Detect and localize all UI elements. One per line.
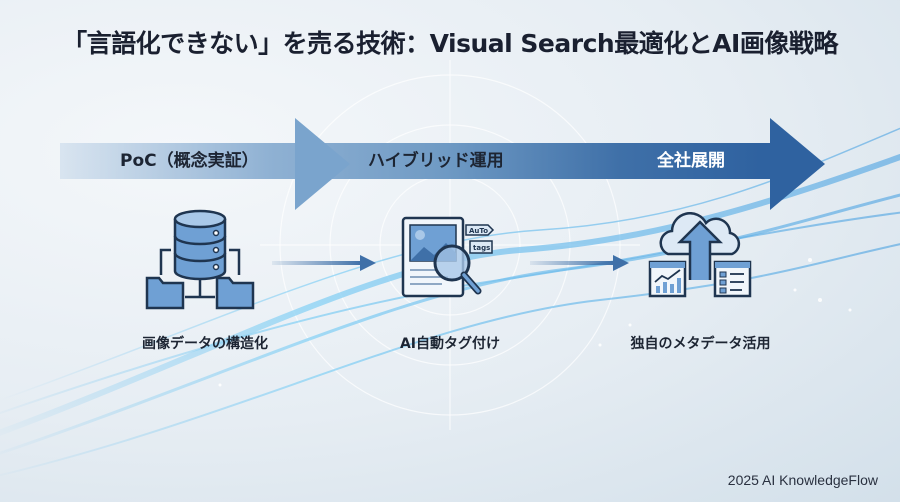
flow-arrow-1 bbox=[272, 255, 376, 271]
flow-arrow-2 bbox=[530, 255, 629, 271]
phase-arrowhead-1 bbox=[295, 118, 350, 210]
step-caption-metadata: 独自のメタデータ活用 bbox=[630, 336, 771, 352]
stage-hybrid: ハイブリッド運用 bbox=[368, 151, 504, 171]
database-folders-icon bbox=[145, 209, 255, 310]
cloud-upload-data-icon bbox=[648, 212, 752, 298]
tag-tags: tags bbox=[473, 244, 490, 252]
page-title: 「言語化できない」を売る技術：Visual Search最適化とAI画像戦略 bbox=[62, 29, 838, 58]
phase-band bbox=[60, 143, 760, 179]
tag-auto: AuTo bbox=[469, 227, 488, 235]
phase-arrowhead-2-base bbox=[760, 143, 780, 179]
step-caption-structure: 画像データの構造化 bbox=[142, 336, 268, 352]
stage-company-wide: 全社展開 bbox=[657, 151, 725, 171]
footer-credit: 2025 AI KnowledgeFlow bbox=[727, 472, 878, 488]
phase-arrowhead-2 bbox=[770, 118, 825, 210]
step-caption-auto-tagging: AI自動タグ付け bbox=[399, 336, 501, 352]
image-search-tags-icon: AuTo tags bbox=[401, 216, 495, 298]
stage-poc: PoC（概念実証） bbox=[120, 151, 259, 171]
